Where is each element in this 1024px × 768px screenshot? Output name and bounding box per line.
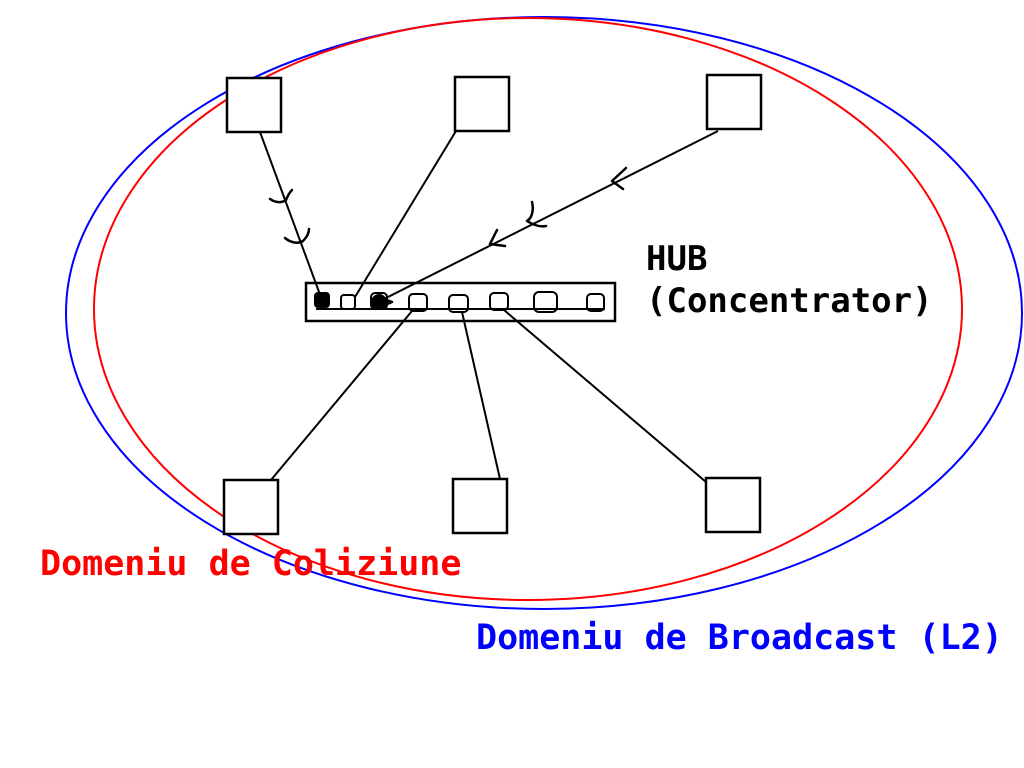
hub-port (340, 294, 356, 310)
arrow-head-icon (283, 227, 311, 244)
broadcast-domain-ellipse (65, 16, 1023, 610)
device-bottom-middle (451, 477, 509, 535)
arrow-head-icon (610, 166, 628, 191)
hub-port (448, 294, 469, 313)
flow-arrows (268, 166, 628, 311)
hub-port (408, 293, 428, 312)
hub-label: HUB (Concentrator) (646, 238, 933, 322)
link-top-right (379, 130, 719, 302)
hub-port-dot (319, 293, 329, 303)
hub-subtitle: (Concentrator) (646, 281, 933, 321)
hub-port (586, 293, 605, 312)
device-top-middle (453, 75, 511, 133)
hub-port (489, 292, 509, 311)
hub-title: HUB (646, 239, 708, 279)
broadcast-domain-label: Domeniu de Broadcast (L2) (476, 618, 1003, 658)
device-top-left (225, 76, 283, 134)
arrow-head-icon (374, 294, 394, 311)
link-bottom-right (503, 309, 707, 483)
arrow-head-icon (488, 228, 507, 248)
connections (259, 130, 719, 483)
device-bottom-left (222, 478, 280, 536)
link-top-middle (354, 130, 457, 298)
link-bottom-left (270, 310, 413, 481)
hub-box (304, 281, 617, 323)
link-top-left (259, 131, 323, 301)
collision-domain-ellipse (93, 17, 963, 601)
arrow-head-icon (525, 200, 548, 228)
arrow-head-icon (268, 188, 294, 204)
hub-port (533, 291, 558, 313)
link-bottom-middle (461, 311, 501, 480)
collision-domain-label: Domeniu de Coliziune (40, 544, 462, 584)
devices (222, 73, 763, 536)
device-bottom-right (704, 476, 762, 534)
device-top-right (705, 73, 763, 131)
